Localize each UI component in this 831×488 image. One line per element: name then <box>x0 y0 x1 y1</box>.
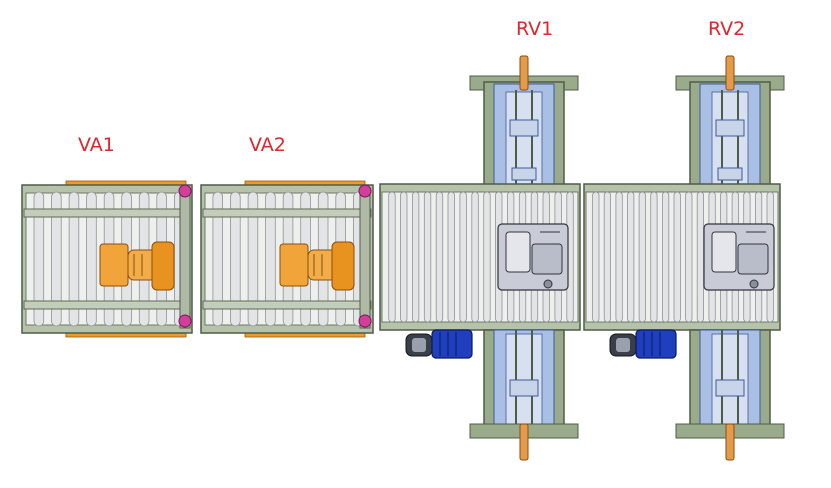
rv2-station <box>583 55 785 461</box>
roller <box>615 191 623 323</box>
rv1-motor <box>405 329 473 359</box>
va1-module <box>21 180 193 338</box>
roller <box>411 191 420 323</box>
label-va1: VA1 <box>78 134 115 156</box>
va1-magenta-wheel-bottom <box>178 314 192 328</box>
va1-cross-rail-top <box>23 208 191 218</box>
roller <box>68 191 80 327</box>
rv1-bottom-cylinder <box>519 423 529 461</box>
va1-cross-rail-bottom <box>23 300 191 310</box>
rv1-gray-device <box>497 223 569 291</box>
roller <box>447 191 455 323</box>
va2-cross-rail-bottom <box>202 300 372 310</box>
roller <box>33 191 45 327</box>
roller <box>388 191 396 323</box>
va2-module <box>200 180 374 338</box>
roller <box>685 191 693 323</box>
roller <box>459 191 467 323</box>
rv2-top-transfer <box>675 55 785 187</box>
label-rv2: RV2 <box>708 18 745 40</box>
label-va2: VA2 <box>249 134 286 156</box>
roller <box>212 191 223 327</box>
rv1-top-cylinder <box>519 55 529 91</box>
roller <box>265 191 276 327</box>
roller <box>696 191 705 323</box>
roller <box>51 191 62 327</box>
rv2-bottom-transfer <box>675 329 785 461</box>
roller <box>638 191 646 323</box>
roller <box>86 191 97 327</box>
rv1-top-transfer <box>469 55 579 187</box>
roller <box>662 191 670 323</box>
va1-orange-lifter <box>99 241 175 291</box>
roller <box>247 191 259 327</box>
roller <box>435 191 444 323</box>
va2-right-bar <box>359 189 371 329</box>
roller <box>673 191 681 323</box>
va2-magenta-wheel-bottom <box>358 314 372 328</box>
label-rv1: RV1 <box>516 18 553 40</box>
va2-orange-lifter <box>279 241 355 291</box>
rv1-station <box>379 55 581 461</box>
roller <box>483 191 491 323</box>
roller <box>400 191 408 323</box>
roller <box>471 191 479 323</box>
roller <box>650 191 658 323</box>
roller <box>230 191 241 327</box>
roller <box>603 191 612 323</box>
rv2-gray-device <box>703 223 775 291</box>
va1-right-bar <box>179 189 191 329</box>
rv1-bottom-transfer <box>469 329 579 461</box>
roller <box>423 191 432 323</box>
va2-magenta-wheel-top <box>358 184 372 198</box>
va2-cross-rail-top <box>202 208 372 218</box>
roller <box>592 191 600 323</box>
roller <box>627 191 635 323</box>
rv2-motor <box>609 329 677 359</box>
rv2-bottom-cylinder <box>725 423 735 461</box>
va1-magenta-wheel-top <box>178 184 192 198</box>
rv2-top-cylinder <box>725 55 735 91</box>
